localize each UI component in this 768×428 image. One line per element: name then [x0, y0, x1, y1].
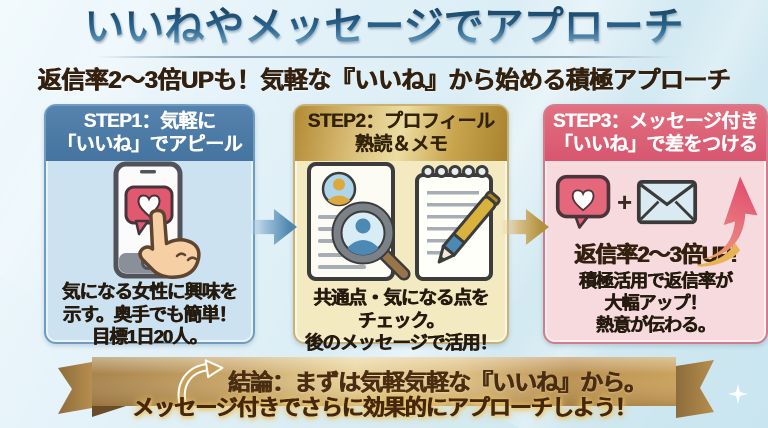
step1-description: 気になる女性に興味を 示す。奥手でも簡単！ 目標1日20人。 [61, 281, 238, 347]
step1-header: STEP1：気軽に 「いいね」でアピール [46, 106, 253, 162]
conclusion-line2: メッセージ付きでさらに効果的にアプローチしよう！ [132, 395, 637, 420]
sparkle-icon [728, 384, 748, 404]
step3-card: STEP3：メッセージ付き 「いいね」で差をつける + [543, 104, 768, 344]
steps-row: STEP1：気軽に 「いいね」でアピール 気になる女性に興味を [44, 104, 768, 353]
step3-header-line1: STEP3：メッセージ付き [552, 111, 759, 132]
step1-illustration [46, 161, 253, 280]
step3-header-line2: 「いいね」で差をつける [553, 134, 758, 156]
step1-header-line2: 「いいね」でアピール [56, 134, 243, 156]
heart-like-icon [555, 175, 611, 230]
step3-icons-row: + [555, 173, 704, 231]
page-subtitle: 返信率2〜3倍UPも！気軽な『いいね』から始める積極アプローチ [37, 67, 731, 94]
step2-header: STEP2：プロフィール 熟読＆メモ [295, 106, 507, 162]
smartphone-like-tap-icon [113, 161, 201, 280]
plus-sign: + [617, 187, 633, 218]
envelope-icon [637, 179, 698, 224]
profile-magnifier-notepad-icon [307, 162, 501, 282]
step2-header-line1: STEP2：プロフィール [307, 111, 495, 132]
step3-description: 積極活用で返信率が 大幅アップ！ 熱意が伝わる。 [579, 271, 733, 335]
conclusion-line1: 結論：まずは気軽気軽な『いいね』から。 [228, 369, 647, 395]
step1-header-line1: STEP1：気軽に [83, 111, 216, 132]
step2-header-line2: 熟読＆メモ [354, 134, 448, 156]
rising-arrow-icon [695, 164, 761, 272]
step2-description: 共通点・気になる点を チェック。 後のメッセージで活用！ [304, 287, 498, 353]
conclusion-line1-wrap: 結論：まずは気軽気軽な『いいね』から。 [0, 359, 768, 407]
page-title: いいねやメッセージでアプローチ [0, 1, 768, 53]
rising-arrow-svg [696, 176, 758, 267]
step3-header: STEP3：メッセージ付き 「いいね」で差をつける [545, 106, 766, 162]
step2-card: STEP2：プロフィール 熟読＆メモ [293, 104, 509, 353]
step1-card: STEP1：気軽に 「いいね」でアピール 気になる女性に興味を [44, 104, 255, 347]
step2-illustration [295, 161, 507, 283]
title-divider [95, 56, 675, 58]
curved-up-arrow-icon [177, 359, 224, 407]
blue-right-arrow-icon [249, 208, 297, 246]
